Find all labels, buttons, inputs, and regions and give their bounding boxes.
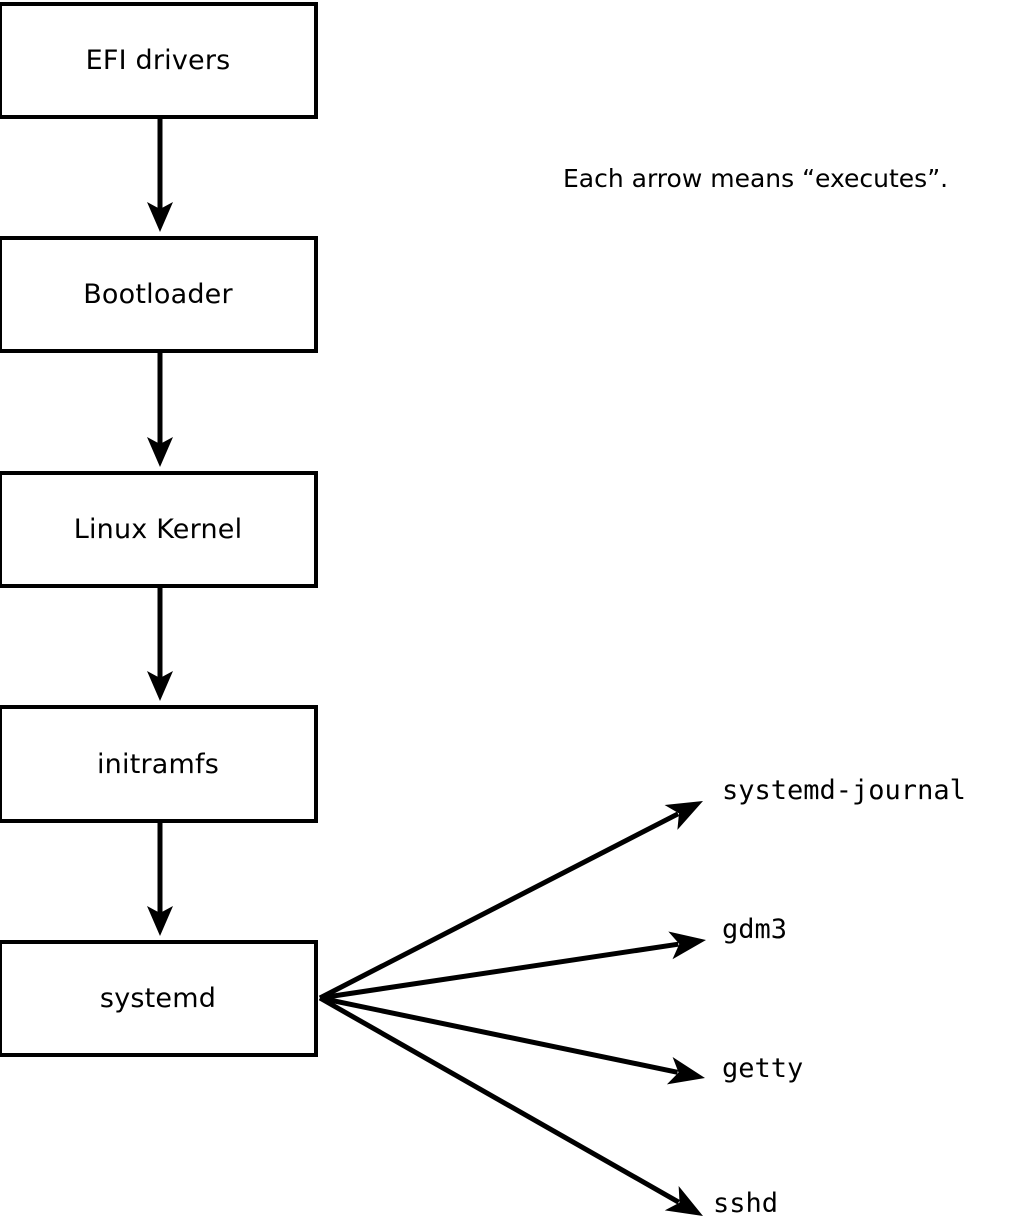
node-efi-drivers[interactable]: EFI drivers — [0, 2, 318, 119]
fanout-arrow-shaft-gdm3 — [319, 941, 679, 1001]
fanout-arrow-head-sshd — [664, 1186, 703, 1216]
node-bootloader[interactable]: Bootloader — [0, 236, 318, 353]
fanout-arrow-shaft-systemd-journal — [318, 811, 680, 1001]
node-label-linux-kernel: Linux Kernel — [73, 514, 243, 545]
node-label-bootloader: Bootloader — [83, 279, 233, 310]
node-initramfs[interactable]: initramfs — [0, 705, 318, 823]
leaf-label-systemd-journal[interactable]: systemd-journal — [722, 775, 966, 806]
leaf-label-gdm3[interactable]: gdm3 — [722, 914, 788, 945]
node-linux-kernel[interactable]: Linux Kernel — [0, 471, 318, 588]
legend-caption: Each arrow means “executes”. — [563, 164, 949, 193]
chain-arrow-head-initramfs-to-systemd — [147, 906, 173, 936]
fanout-arrow-head-systemd-journal — [664, 801, 703, 830]
node-label-systemd: systemd — [99, 983, 217, 1014]
fanout-arrow-head-gdm3 — [668, 931, 706, 960]
chain-arrow-head-efi-drivers-to-bootloader — [147, 202, 173, 232]
leaf-label-getty[interactable]: getty — [722, 1053, 804, 1084]
fanout-arrow-head-getty — [666, 1056, 705, 1085]
fanout-arrow-shaft-sshd — [318, 995, 680, 1205]
chain-arrow-head-linux-kernel-to-initramfs — [147, 671, 173, 701]
node-label-initramfs: initramfs — [96, 748, 220, 780]
node-label-efi-drivers: EFI drivers — [85, 45, 231, 76]
chain-arrow-head-bootloader-to-linux-kernel — [147, 437, 173, 467]
leaf-label-sshd[interactable]: sshd — [713, 1188, 779, 1219]
node-systemd[interactable]: systemd — [0, 940, 318, 1057]
fanout-arrow-shaft-getty — [319, 995, 679, 1075]
